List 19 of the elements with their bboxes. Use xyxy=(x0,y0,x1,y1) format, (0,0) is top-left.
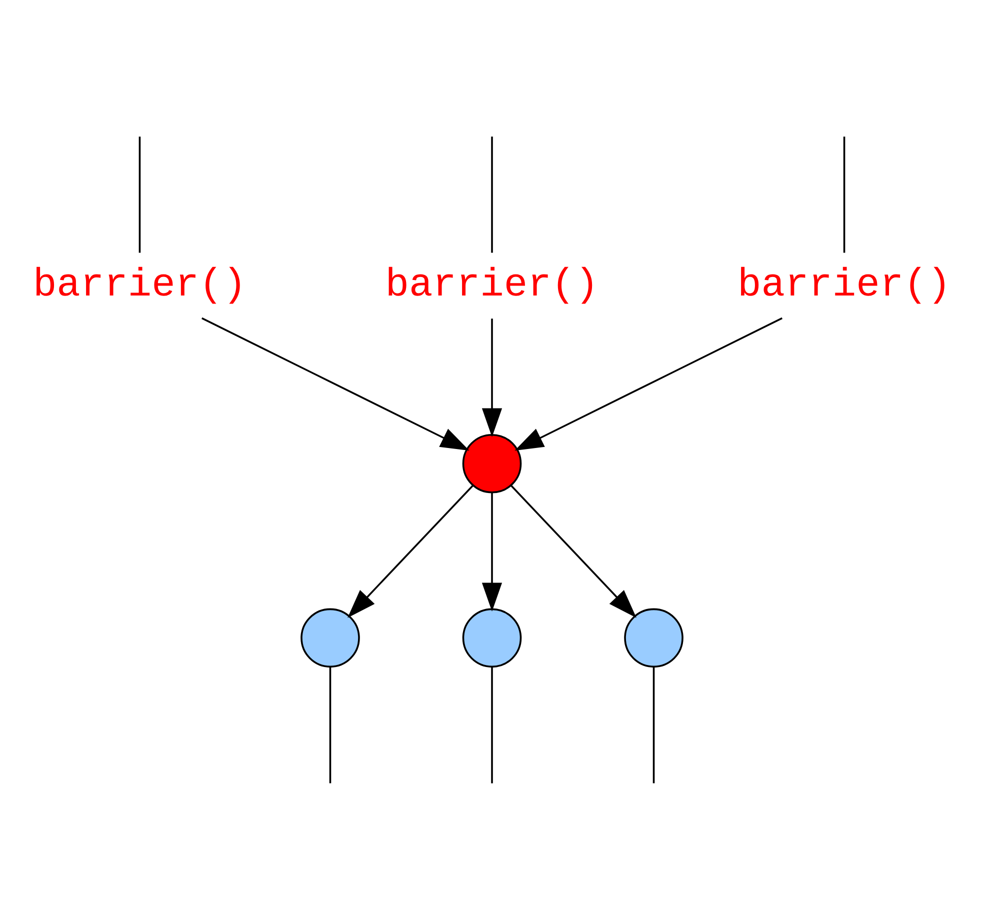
node-circle xyxy=(462,434,522,494)
arrow xyxy=(482,318,502,438)
node-circle xyxy=(624,608,684,668)
connector xyxy=(329,666,332,784)
connector xyxy=(843,136,846,253)
connector xyxy=(652,666,655,784)
arrow xyxy=(482,492,502,612)
connector xyxy=(491,666,493,784)
connector xyxy=(491,136,493,253)
arrow xyxy=(514,317,782,451)
connector xyxy=(138,136,141,253)
arrow xyxy=(510,485,636,618)
node-text: barrier() xyxy=(385,262,599,308)
node-circle xyxy=(300,608,360,668)
arrow xyxy=(348,485,474,618)
arrow xyxy=(202,317,470,451)
node-text: barrier() xyxy=(738,262,952,308)
node-text: barrier() xyxy=(32,262,246,308)
node-circle xyxy=(462,608,522,668)
